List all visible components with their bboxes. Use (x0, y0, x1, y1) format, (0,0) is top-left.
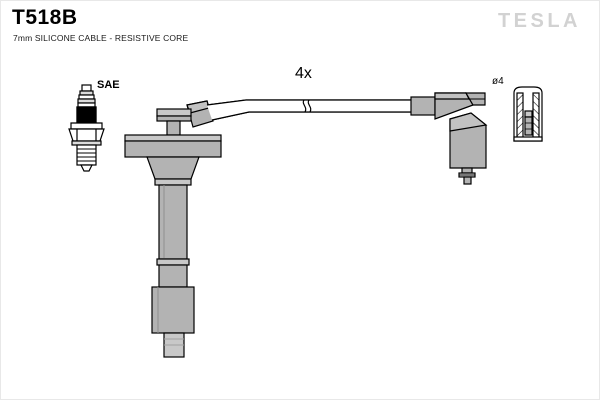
ignition-cable (206, 99, 411, 121)
break-symbol (302, 99, 312, 113)
page-title: T518B (12, 6, 78, 29)
sae-standard-label: SAE (97, 79, 120, 91)
spark-plug (68, 84, 105, 172)
quantity-label: 4x (295, 65, 312, 82)
brand-logo: TESLA (497, 10, 581, 32)
terminal-diameter-label: ø4 (492, 76, 504, 87)
terminal-cross-section (513, 86, 543, 142)
part-description: 7mm SILICONE CABLE - RESISTIVE CORE (13, 33, 189, 43)
right-angle-connector (410, 92, 488, 185)
plug-boot (124, 100, 222, 358)
